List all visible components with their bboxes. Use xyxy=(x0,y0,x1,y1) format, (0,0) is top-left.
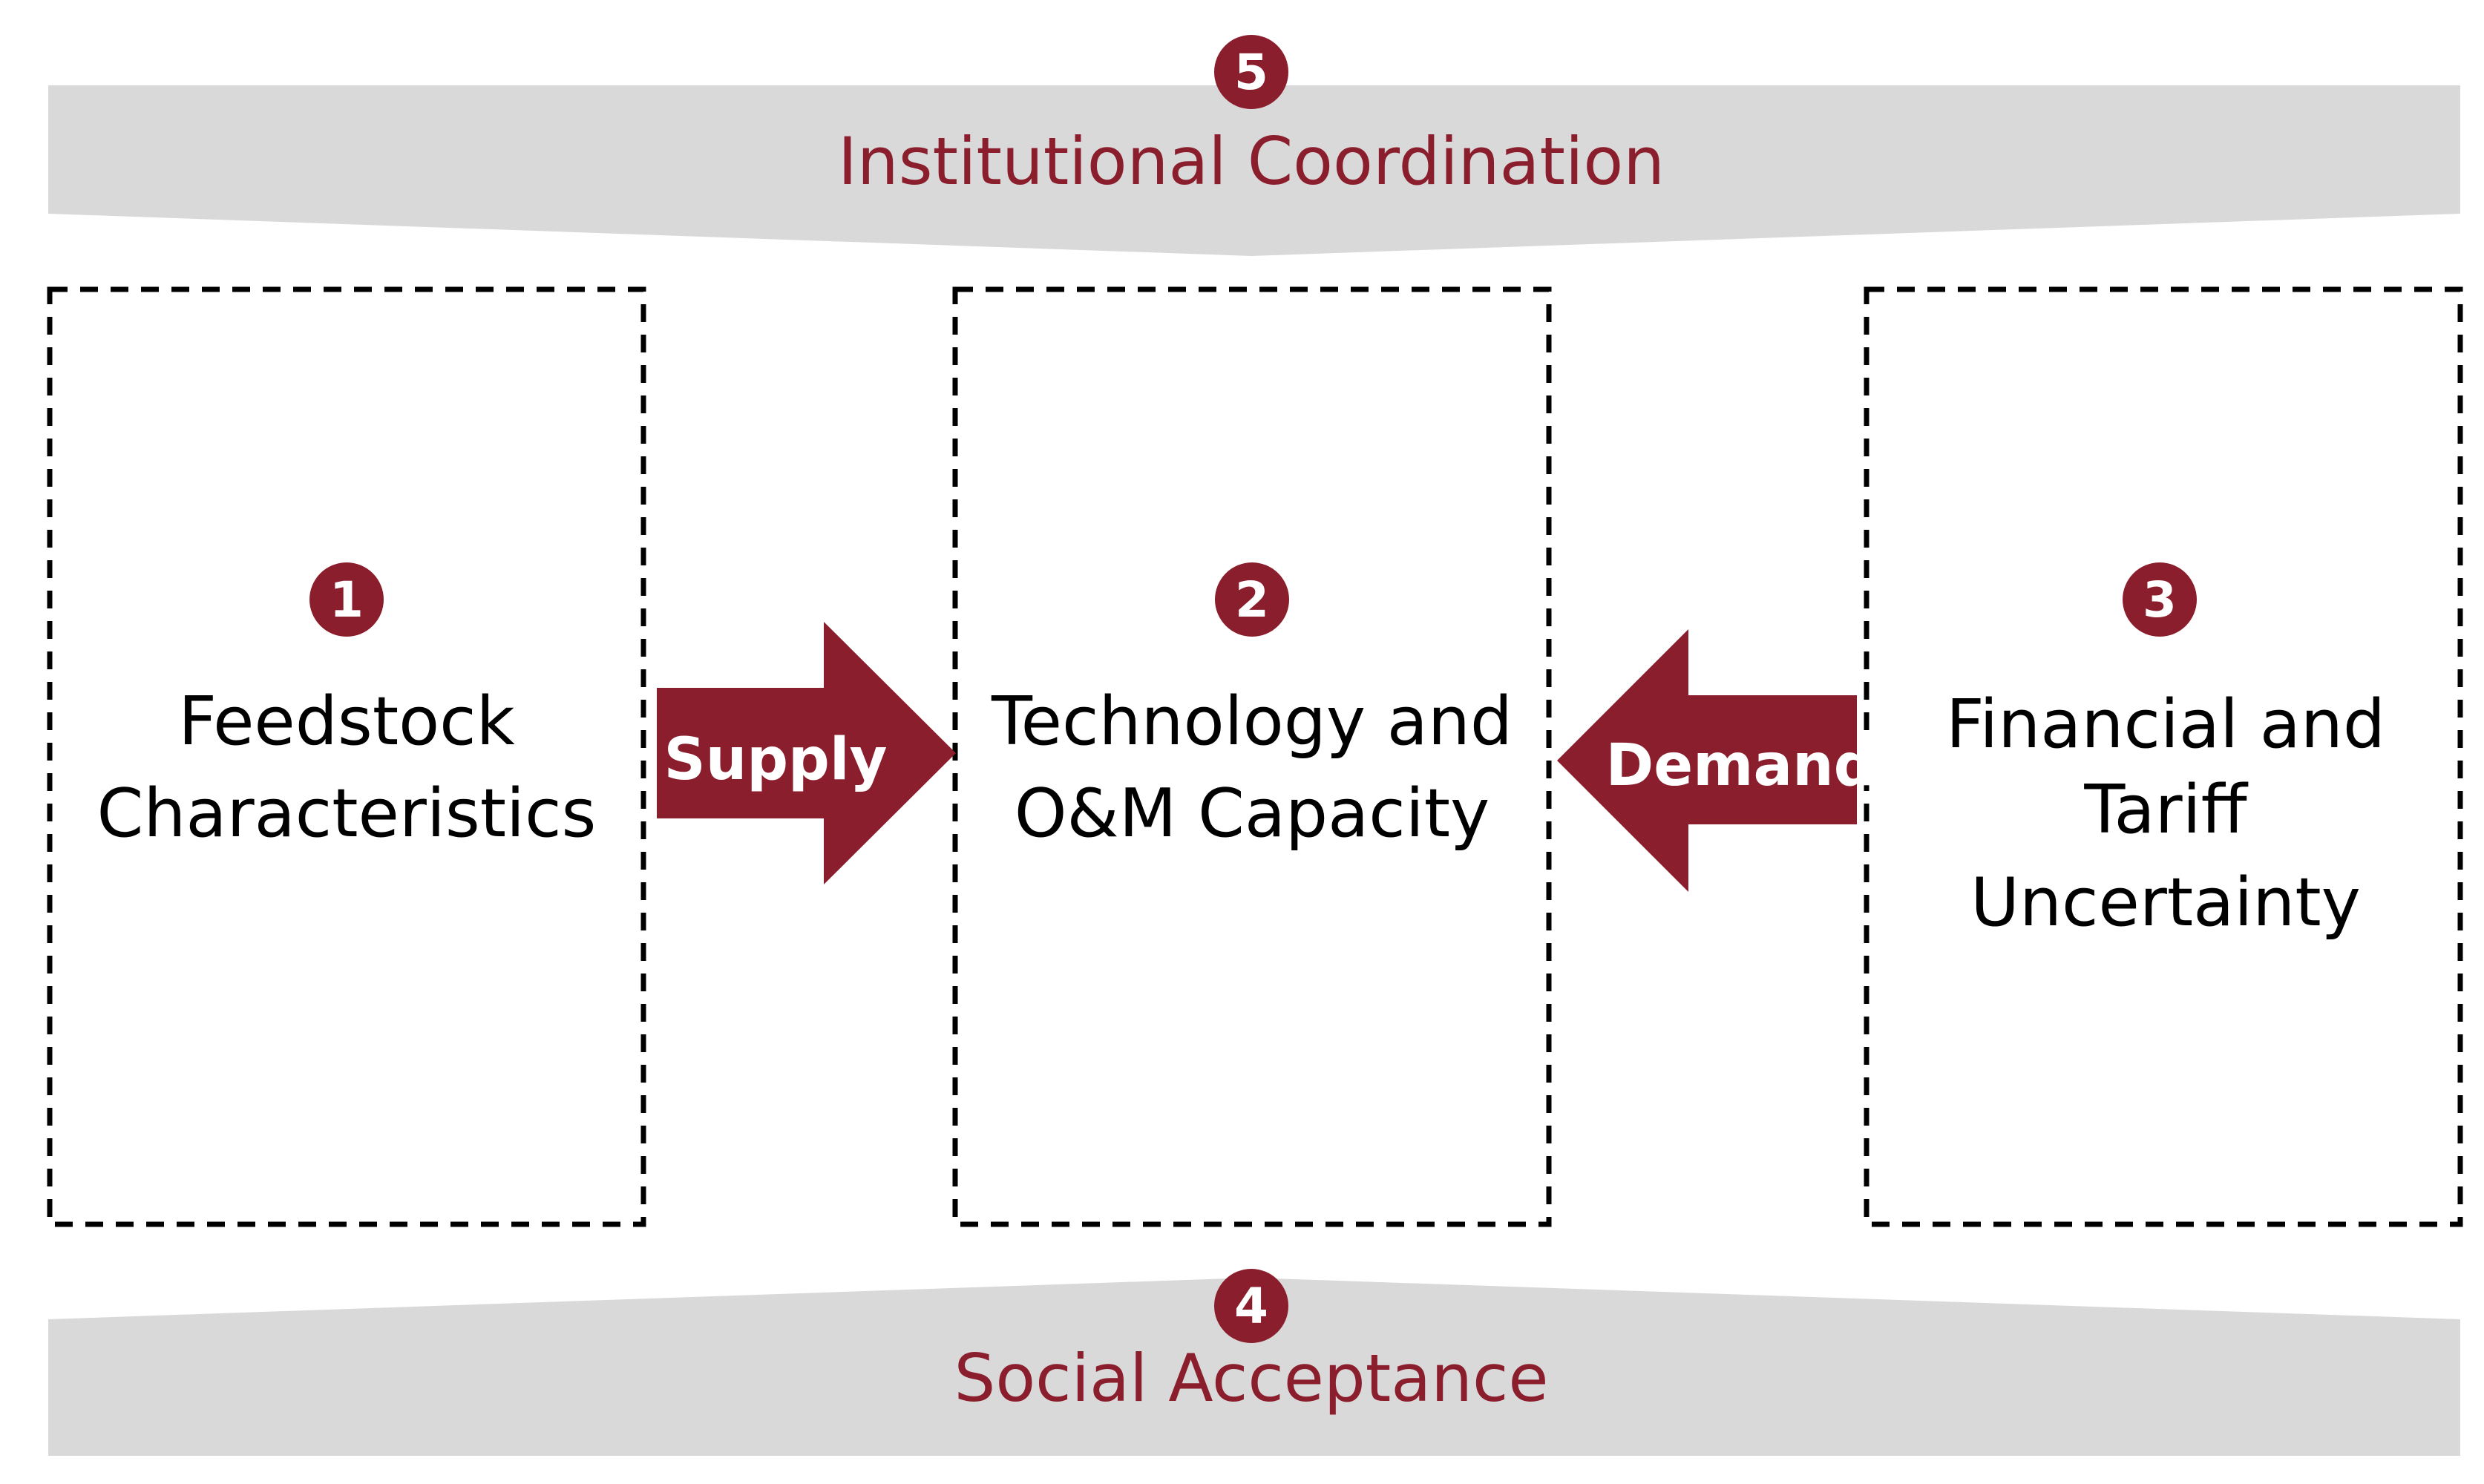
box-financial-badge-number: 3 xyxy=(2143,571,2177,628)
box-financial-label-line-3: Uncertainty xyxy=(1970,864,2361,942)
bottom-band: 4 Social Acceptance xyxy=(48,1269,2460,1456)
demand-arrow: Demand xyxy=(1557,629,1875,892)
bottom-band-label: Social Acceptance xyxy=(954,1340,1548,1416)
box-financial-badge-circle xyxy=(2123,562,2197,637)
bottom-band-badge-circle xyxy=(1214,1269,1288,1343)
top-band: 5 Institutional Coordination xyxy=(48,35,2460,256)
box-feedstock-badge-number: 1 xyxy=(330,571,364,628)
box-technology: 2 Technology and O&M Capacity xyxy=(952,286,1552,1227)
box-financial-border xyxy=(1864,286,2463,1227)
box-technology-label-line-2: O&M Capacity xyxy=(1015,775,1490,853)
box-feedstock-border xyxy=(47,286,646,1227)
box-feedstock-badge-circle xyxy=(309,562,384,637)
top-band-badge-number: 5 xyxy=(1234,44,1268,101)
box-technology-border xyxy=(952,286,1552,1227)
box-technology-badge-circle xyxy=(1215,562,1289,637)
box-financial-label-line-1: Financial and xyxy=(1946,686,2385,764)
top-band-label: Institutional Coordination xyxy=(838,123,1665,200)
box-technology-label-line-1: Technology and xyxy=(991,683,1513,761)
top-band-badge-circle xyxy=(1214,35,1288,109)
demand-arrow-label: Demand xyxy=(1606,732,1875,799)
box-technology-badge-number: 2 xyxy=(1235,571,1269,628)
supply-arrow-label: Supply xyxy=(664,726,888,793)
top-band-badge: 5 xyxy=(1214,35,1288,109)
box-financial-label-line-2: Tariff xyxy=(2083,771,2248,849)
box-feedstock-label-line-2: Characteristics xyxy=(97,775,597,853)
demand-arrow-shape xyxy=(1557,629,1857,892)
bottom-band-shape xyxy=(48,1278,2460,1456)
supply-arrow: Supply xyxy=(657,622,956,884)
box-financial: 3 Financial and Tariff Uncertainty xyxy=(1864,286,2463,1227)
bottom-band-badge: 4 xyxy=(1214,1269,1288,1343)
bottom-band-badge-number: 4 xyxy=(1234,1278,1268,1335)
box-feedstock: 1 Feedstock Characteristics xyxy=(47,286,646,1227)
box-feedstock-label-line-1: Feedstock xyxy=(178,683,515,761)
supply-arrow-shape xyxy=(657,622,956,884)
top-band-shape xyxy=(48,85,2460,256)
